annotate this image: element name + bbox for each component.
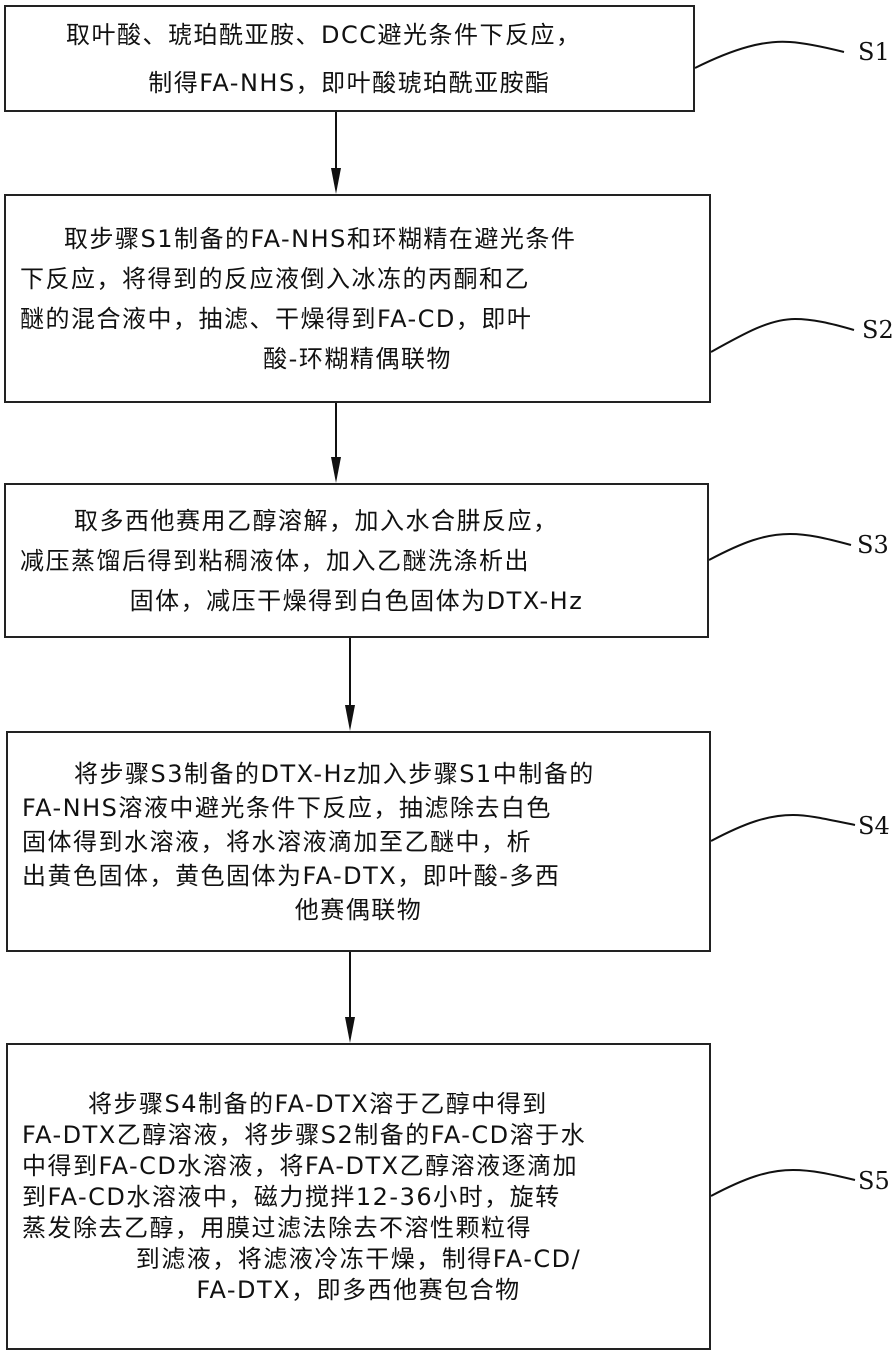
step-s2-line-2: 下反应，将得到的反应液倒入冰冻的丙酮和乙 [20,264,530,293]
step-s3-line-3: 固体，减压干燥得到白色固体为DTX-Hz [129,586,584,615]
leader-line-s2 [710,317,855,353]
step-s3-line-2: 减压蒸馏后得到粘稠液体，加入乙醚洗涤析出 [20,546,530,575]
step-s1-line-2: 制得FA-NHS，即叶酸琥珀酰亚胺酯 [148,68,551,97]
flow-arrow-s1-s2 [331,112,341,194]
step-box-s5: 将步骤S4制备的FA-DTX溶于乙醇中得到 FA-DTX乙醇溶液，将步骤S2制备… [6,1043,711,1350]
step-s5-line-5: 蒸发除去乙醇，用膜过滤法除去不溶性颗粒得 [22,1213,532,1242]
leader-line-s5 [710,1168,856,1197]
step-s5-line-4: 到FA-CD水溶液中，磁力搅拌12-36小时，旋转 [22,1182,561,1211]
flow-arrow-s4-s5 [345,952,355,1043]
step-label-s4: S4 [858,812,890,840]
step-s5-line-6: 到滤液，将滤液冷冻干燥，制得FA-CD/ [135,1244,582,1273]
step-s4-line-2: FA-NHS溶液中避光条件下反应，抽滤除去白色 [22,793,552,822]
leader-line-s4 [710,813,856,842]
step-label-s2: S2 [862,316,894,344]
step-s4-line-1: 将步骤S3制备的DTX-Hz加入步骤S1中制备的 [74,759,595,788]
step-s1-line-1: 取叶酸、琥珀酰亚胺、DCC避光条件下反应， [66,20,582,49]
step-s5-line-7: FA-DTX，即多西他赛包合物 [196,1275,521,1304]
step-label-s5: S5 [858,1167,890,1195]
step-s4-line-4: 出黄色固体，黄色固体为FA-DTX，即叶酸-多西 [22,861,561,890]
step-s5-line-1: 将步骤S4制备的FA-DTX溶于乙醇中得到 [88,1089,548,1118]
step-s2-line-4: 酸-环糊精偶联物 [263,344,452,373]
step-s3-line-1: 取多西他赛用乙醇溶解，加入水合肼反应， [74,506,559,535]
leader-line-s3 [708,532,852,561]
flow-arrow-s2-s3 [331,403,341,483]
step-box-s2: 取步骤S1制备的FA-NHS和环糊精在避光条件 下反应，将得到的反应液倒入冰冻的… [4,194,711,403]
flow-arrow-s3-s4 [345,638,355,731]
step-s2-line-3: 醚的混合液中，抽滤、干燥得到FA-CD，即叶 [20,304,533,333]
step-box-s3: 取多西他赛用乙醇溶解，加入水合肼反应， 减压蒸馏后得到粘稠液体，加入乙醚洗涤析出… [4,483,709,638]
step-label-s3: S3 [857,531,889,559]
step-s4-line-3: 固体得到水溶液，将水溶液滴加至乙醚中，析 [22,827,532,856]
step-s2-line-1: 取步骤S1制备的FA-NHS和环糊精在避光条件 [64,224,577,253]
step-s5-line-3: 中得到FA-CD水溶液，将FA-DTX乙醇溶液逐滴加 [22,1151,579,1180]
leader-line-s1 [694,40,845,69]
step-s5-line-2: FA-DTX乙醇溶液，将步骤S2制备的FA-CD溶于水 [22,1120,587,1149]
step-box-s1: 取叶酸、琥珀酰亚胺、DCC避光条件下反应， 制得FA-NHS，即叶酸琥珀酰亚胺酯 [4,5,695,112]
step-s4-line-5: 他赛偶联物 [294,895,423,924]
step-label-s1: S1 [858,38,890,66]
step-box-s4: 将步骤S3制备的DTX-Hz加入步骤S1中制备的 FA-NHS溶液中避光条件下反… [6,731,711,952]
